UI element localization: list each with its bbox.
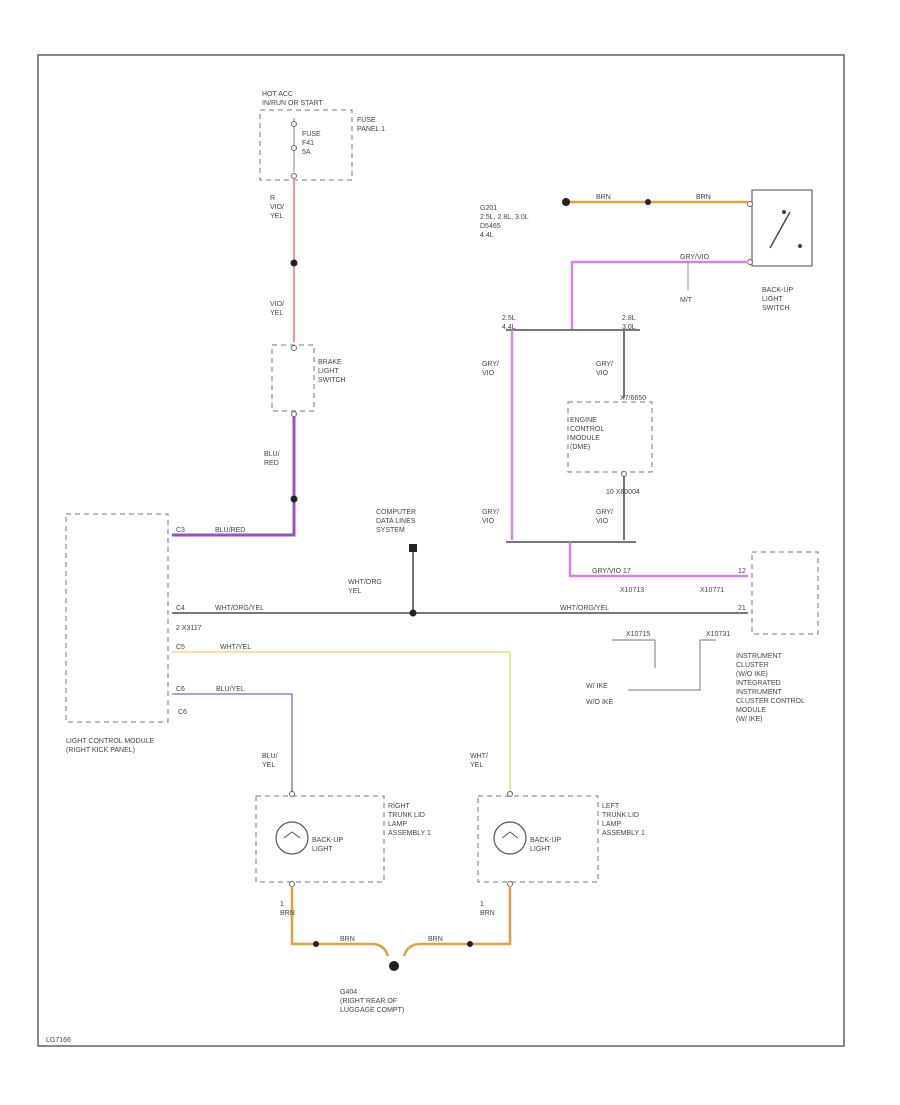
terminal-icon (507, 791, 513, 797)
wire-gry-vio-ic (568, 542, 748, 578)
fuse-icon (291, 118, 297, 179)
wire-label-gry-vio-2: GRY/VIO (596, 361, 613, 377)
terminal-icon (621, 471, 627, 477)
splice-dot-icon (645, 199, 651, 205)
splice-dot-icon (290, 495, 298, 503)
instrument-cluster-box (751, 551, 819, 635)
wire-label-gry-vio-4: GRY/VIO (596, 509, 613, 525)
wire-label-gry-vio-1: GRY/VIO (482, 361, 499, 377)
diagram-frame (37, 54, 845, 1047)
wire-label-data-link-h2: WHT/ORG/YEL (560, 605, 609, 612)
lcm-name-label: LIGHT CONTROL MODULE(RIGHT KICK PANEL) (66, 738, 155, 754)
wire-label-blu-red: BLU/RED (264, 451, 280, 467)
terminal-icon (507, 881, 513, 887)
wire-gry-vio-switch (570, 260, 748, 330)
ike-leader-1 (612, 639, 656, 668)
ic-connector-1: X10713 (620, 587, 644, 594)
light-control-module-box (65, 513, 169, 723)
splice-dot-icon (409, 609, 417, 617)
ecm-connector-bottom: 10 X60004 (606, 489, 640, 496)
ic-pin-12: 12 (738, 568, 746, 575)
lcm-connector-c6: C6 (178, 709, 187, 716)
terminal-icon (291, 345, 297, 351)
lcm-connector-label: 2 X3117 (176, 625, 202, 632)
splice-dot-icon (467, 941, 473, 947)
wire-blu-yel (172, 693, 293, 792)
computer-data-lines-connector (409, 544, 417, 552)
ic-pin-21: 21 (738, 605, 746, 612)
wire-label-brn-1: BRN (596, 194, 611, 201)
left-trunk-lamp-box (477, 795, 599, 883)
lcm-pin-c4: C4 (176, 605, 185, 612)
bulb-icon (275, 821, 309, 855)
wire-label-brn-bottom-1: BRN (340, 936, 355, 943)
terminal-icon (747, 201, 753, 207)
without-ike-label: W/O IKE (586, 699, 614, 706)
ic-connector-3: X10715 (626, 631, 650, 638)
engine-control-module-box (567, 401, 653, 473)
lcm-pin-c5: C5 (176, 644, 185, 651)
ground-icon (562, 198, 570, 206)
wire-label-blu-yel-v: BLU/YEL (262, 753, 278, 769)
fuse-panel-box (259, 109, 353, 181)
wire-wht-yel (172, 651, 511, 792)
terminal-icon (747, 259, 753, 265)
lcm-pin-c3: C3 (176, 527, 185, 534)
ground-icon (389, 961, 399, 971)
wire-label-brn-bottom-2: BRN (428, 936, 443, 943)
switch-icon (769, 210, 802, 249)
wire-label-wht-yel-h: WHT/YEL (220, 644, 251, 651)
ic-connector-2: X10771 (700, 587, 724, 594)
wire-label-gry-vio-switch: GRY/VIO (680, 254, 710, 261)
terminal-icon (289, 791, 295, 797)
wire-label-blu-yel-h: BLU/YEL (216, 686, 245, 693)
with-ike-label: W/ IKE (586, 683, 608, 690)
wire-label-gry-vio-3: GRY/VIO (482, 509, 499, 525)
wire-label-vio-yel-2: VIO/YEL (270, 301, 284, 317)
brake-light-switch-box (271, 344, 315, 412)
bulb-icon (493, 821, 527, 855)
wire-label-gry-vio-ic: GRY/VIO 17 (592, 568, 631, 575)
wire-brn-left (402, 886, 512, 957)
ic-connector-4: X10731 (706, 631, 730, 638)
mt-label: M/T (680, 297, 693, 304)
wire-label-blu-red-h: BLU/RED (215, 527, 245, 534)
splice-dot-icon (313, 941, 319, 947)
right-trunk-lamp-box (255, 795, 385, 883)
diagram-id: LG7166 (46, 1037, 71, 1044)
ike-leader-2 (628, 639, 716, 691)
backup-light-switch-box (751, 189, 813, 267)
wire-brn-right (290, 886, 390, 957)
wire-label-brn-2: BRN (696, 194, 711, 201)
wire-blu-red (172, 416, 296, 537)
terminal-icon (289, 881, 295, 887)
terminal-icon (291, 411, 297, 417)
wire-label-wht-yel-v: WHT/YEL (470, 753, 488, 769)
wire-label-data-link-h1: WHT/ORG/YEL (215, 605, 264, 612)
ecm-connector-top: X7/6650 (620, 395, 646, 402)
splice-dot-icon (290, 259, 298, 267)
lcm-pin-c6: C6 (176, 686, 185, 693)
